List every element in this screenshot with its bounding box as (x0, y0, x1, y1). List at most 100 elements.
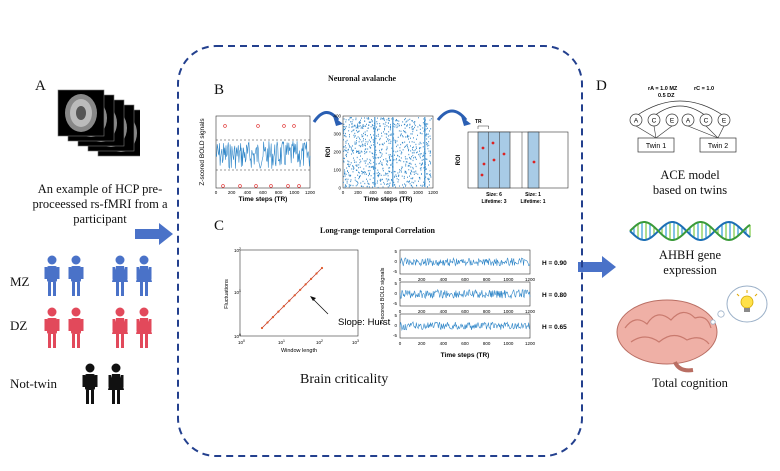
raster-event (395, 151, 397, 153)
raster-event (400, 134, 402, 136)
raster-event (362, 144, 364, 146)
fluctuation-point (282, 305, 285, 308)
raster-event (412, 128, 414, 130)
raster-event (419, 167, 421, 170)
ace-node-label: E (722, 118, 727, 125)
raster-event (351, 130, 353, 133)
raster-event (368, 139, 370, 141)
threshold-crossing-point (292, 124, 296, 128)
raster-event (345, 132, 346, 135)
raster-event (422, 146, 424, 148)
raster-event (350, 117, 351, 119)
raster-event (425, 128, 427, 130)
female-person-icon (108, 363, 124, 404)
raster-event (359, 152, 361, 154)
raster-event (386, 148, 388, 150)
raster-event (372, 167, 374, 169)
raster-event (425, 168, 426, 170)
raster-event (349, 117, 351, 119)
raster-event (394, 139, 396, 142)
raster-event (390, 140, 392, 142)
raster-event (411, 133, 413, 135)
svg-text:100: 100 (238, 339, 245, 345)
raster-event (364, 143, 366, 145)
raster-event (386, 133, 388, 135)
raster-event (393, 133, 395, 135)
raster-event (345, 149, 346, 152)
raster-event (389, 159, 391, 161)
threshold-crossing-point (297, 184, 301, 188)
raster-event (393, 159, 395, 161)
raster-event (362, 124, 364, 126)
raster-event (405, 163, 407, 165)
ra-label-2: 0.5 DZ (658, 93, 675, 99)
raster-event (344, 175, 346, 177)
raster-burst (424, 117, 426, 187)
raster-event (379, 138, 381, 141)
raster-event (422, 154, 424, 156)
raster-event (352, 119, 354, 121)
raster-event (390, 142, 392, 144)
raster-event (357, 181, 358, 183)
raster-event (389, 167, 391, 169)
raster-event (343, 175, 345, 178)
label-dz: DZ (10, 318, 28, 333)
ace-caption: ACE model based on twins (630, 168, 750, 198)
raster-event (350, 149, 352, 151)
raster-event (389, 185, 390, 187)
raster-event (401, 175, 403, 177)
raster-event (355, 161, 357, 163)
raster-event (373, 128, 374, 130)
raster-event (372, 166, 373, 168)
brain-icon (616, 299, 718, 365)
raster-event (386, 140, 387, 143)
raster-event (349, 185, 351, 187)
raster-event (352, 184, 354, 187)
raster-event (430, 128, 432, 130)
raster-event (429, 174, 430, 176)
raster-event (355, 118, 357, 121)
raster-event (420, 169, 422, 171)
raster-event (408, 169, 410, 171)
raster-event (404, 170, 406, 172)
raster-event (360, 155, 361, 157)
raster-event (388, 117, 390, 120)
raster-event (377, 175, 379, 178)
raster-event (421, 159, 423, 161)
raster-event (388, 122, 389, 124)
raster-event (349, 174, 351, 177)
threshold-crossing-point (238, 184, 242, 188)
raster-event (350, 179, 352, 181)
raster-event (406, 180, 408, 182)
raster-event (349, 134, 350, 136)
raster-event (420, 142, 422, 145)
fluctuation-point (304, 283, 307, 286)
raster-event (406, 161, 408, 163)
raster-event (412, 166, 414, 169)
raster-event (410, 173, 412, 175)
raster-event (428, 178, 430, 180)
raster-event (381, 155, 383, 157)
raster-event (372, 177, 374, 179)
raster-event (353, 134, 355, 136)
raster-event (404, 146, 406, 148)
raster-event (398, 156, 400, 158)
fluctuation-point (288, 299, 291, 302)
dna-helix-icon (629, 220, 751, 242)
raster-event (425, 123, 427, 125)
raster-event (381, 162, 383, 164)
raster-event (420, 125, 422, 127)
raster-event (410, 172, 411, 174)
raster-event (353, 159, 355, 161)
raster-event (376, 123, 378, 125)
brain-criticality-label: Brain criticality (300, 372, 389, 387)
raster-event (381, 143, 383, 145)
male-person-icon (82, 363, 98, 404)
x-tick-label: 0 (342, 190, 345, 195)
raster-event (410, 137, 411, 139)
raster-event (387, 140, 389, 142)
raster-event (400, 135, 401, 137)
x-tick-label: 800 (483, 277, 491, 282)
raster-event (364, 150, 365, 153)
raster-event (369, 151, 371, 153)
